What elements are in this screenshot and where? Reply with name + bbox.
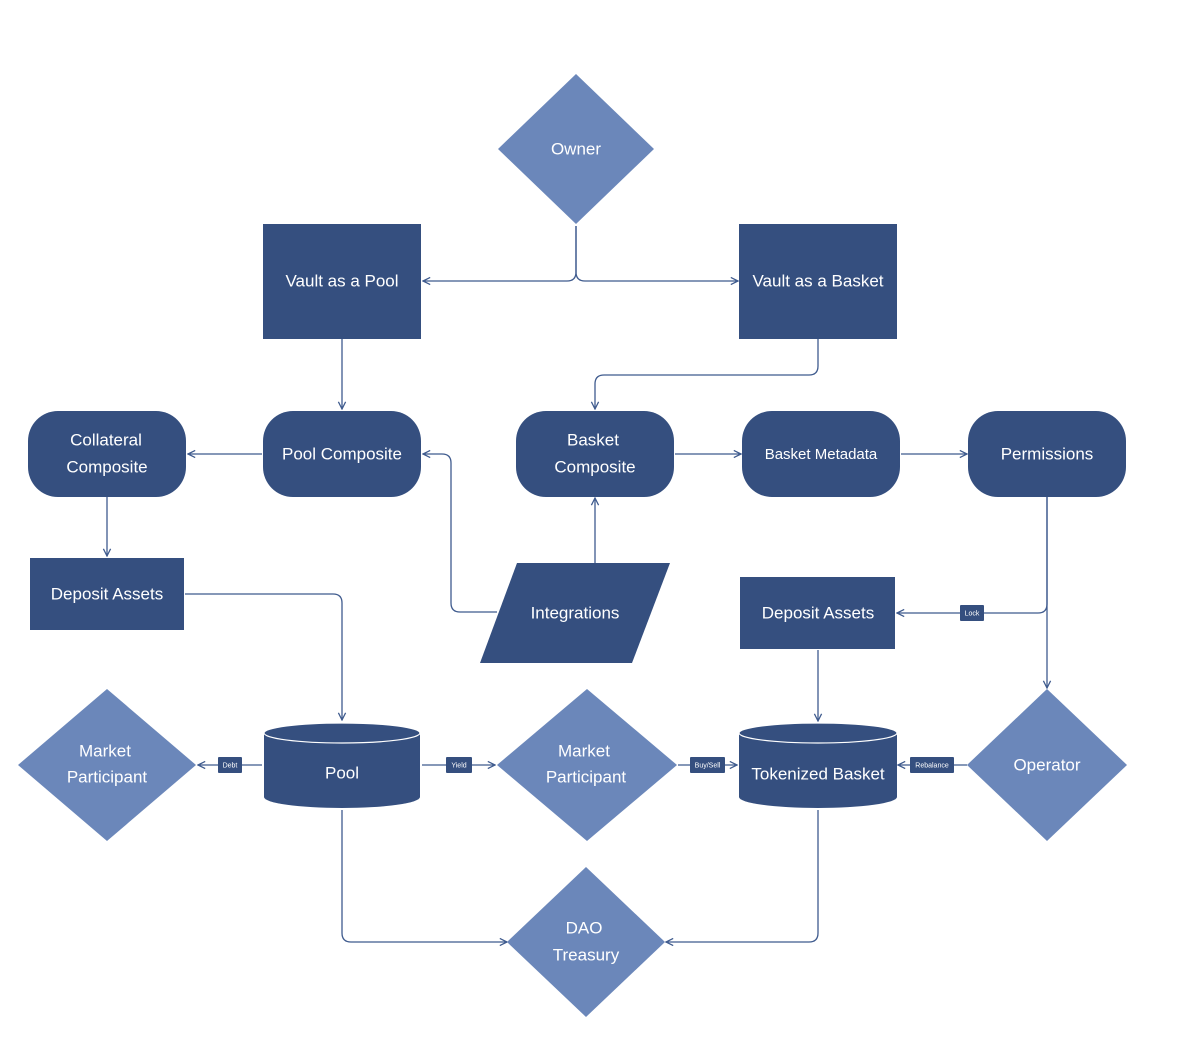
edge-label-debt: Debt xyxy=(218,757,242,773)
node-pool-label: Pool xyxy=(325,763,359,782)
node-deposit-assets-left-label: Deposit Assets xyxy=(51,584,163,603)
node-tokenized-basket: Tokenized Basket xyxy=(738,722,898,808)
node-owner: Owner xyxy=(498,74,654,224)
edge-label-lock-text: Lock xyxy=(965,610,980,617)
edge-pool-to-dao-treasury xyxy=(341,810,507,942)
edge-owner-to-vault-basket xyxy=(575,226,738,281)
node-market-participant-mid-label-line1: Market xyxy=(558,741,610,760)
edge-integrations-to-pool-composite xyxy=(423,454,497,613)
node-market-participant-mid-label-line2: Participant xyxy=(546,767,627,786)
node-basket-composite: Basket Composite xyxy=(516,411,674,497)
node-pool-composite: Pool Composite xyxy=(263,411,421,497)
node-collateral-composite: Collateral Composite xyxy=(28,411,186,497)
node-tokenized-basket-label: Tokenized Basket xyxy=(751,764,885,783)
node-market-participant-left: Market Participant xyxy=(18,689,196,841)
edge-vault-basket-to-basket-composite xyxy=(595,339,819,409)
node-vault-as-a-basket: Vault as a Basket xyxy=(739,224,897,339)
node-deposit-assets-right-label: Deposit Assets xyxy=(762,603,874,622)
node-deposit-assets-right: Deposit Assets xyxy=(740,577,895,649)
node-integrations-label: Integrations xyxy=(531,603,620,622)
node-market-participant-left-label-line1: Market xyxy=(79,741,131,760)
node-collateral-composite-label-line1: Collateral xyxy=(70,430,142,449)
edge-owner-to-vault-pool xyxy=(423,226,577,281)
node-dao-treasury-label-line1: DAO xyxy=(566,918,603,937)
node-operator: Operator xyxy=(967,689,1127,841)
edge-label-rebalance: Rebalance xyxy=(910,757,954,773)
edge-permissions-to-deposit-assets xyxy=(897,497,1048,613)
node-pool: Pool xyxy=(263,722,421,808)
node-basket-composite-label-line1: Basket xyxy=(567,430,619,449)
node-permissions: Permissions xyxy=(968,411,1126,497)
node-operator-label: Operator xyxy=(1013,755,1080,774)
edge-label-debt-text: Debt xyxy=(223,762,238,769)
node-vault-as-a-pool: Vault as a Pool xyxy=(263,224,421,339)
edge-label-yield-text: Yield xyxy=(451,762,466,769)
edge-label-buy-sell-text: Buy/Sell xyxy=(695,762,721,769)
node-vault-as-a-pool-label: Vault as a Pool xyxy=(285,271,398,290)
node-deposit-assets-left: Deposit Assets xyxy=(30,558,184,630)
node-vault-as-a-basket-label: Vault as a Basket xyxy=(752,271,883,290)
node-dao-treasury: DAO Treasury xyxy=(507,867,665,1017)
node-owner-label: Owner xyxy=(551,139,601,158)
edge-label-lock: Lock xyxy=(960,605,984,621)
edge-label-rebalance-text: Rebalance xyxy=(915,762,949,769)
node-basket-metadata: Basket Metadata xyxy=(742,411,900,497)
node-basket-composite-label-line2: Composite xyxy=(554,457,635,476)
edge-label-buy-sell: Buy/Sell xyxy=(690,757,725,773)
edge-deposit-assets-to-pool xyxy=(185,593,342,720)
node-market-participant-mid: Market Participant xyxy=(497,689,677,841)
edge-label-yield: Yield xyxy=(446,757,472,773)
edge-labels: Lock Debt Yield Buy/Sell Rebalance xyxy=(218,605,984,773)
node-dao-treasury-label-line2: Treasury xyxy=(553,945,620,964)
node-permissions-label: Permissions xyxy=(1001,444,1094,463)
nodes: Owner Vault as a Pool Vault as a Basket … xyxy=(18,74,1127,1017)
node-collateral-composite-label-line2: Composite xyxy=(66,457,147,476)
node-basket-metadata-label: Basket Metadata xyxy=(765,446,878,463)
node-integrations: Integrations xyxy=(480,563,670,663)
node-pool-composite-label: Pool Composite xyxy=(282,444,402,463)
node-market-participant-left-label-line2: Participant xyxy=(67,767,148,786)
edge-tokenized-basket-to-dao-treasury xyxy=(666,810,819,942)
